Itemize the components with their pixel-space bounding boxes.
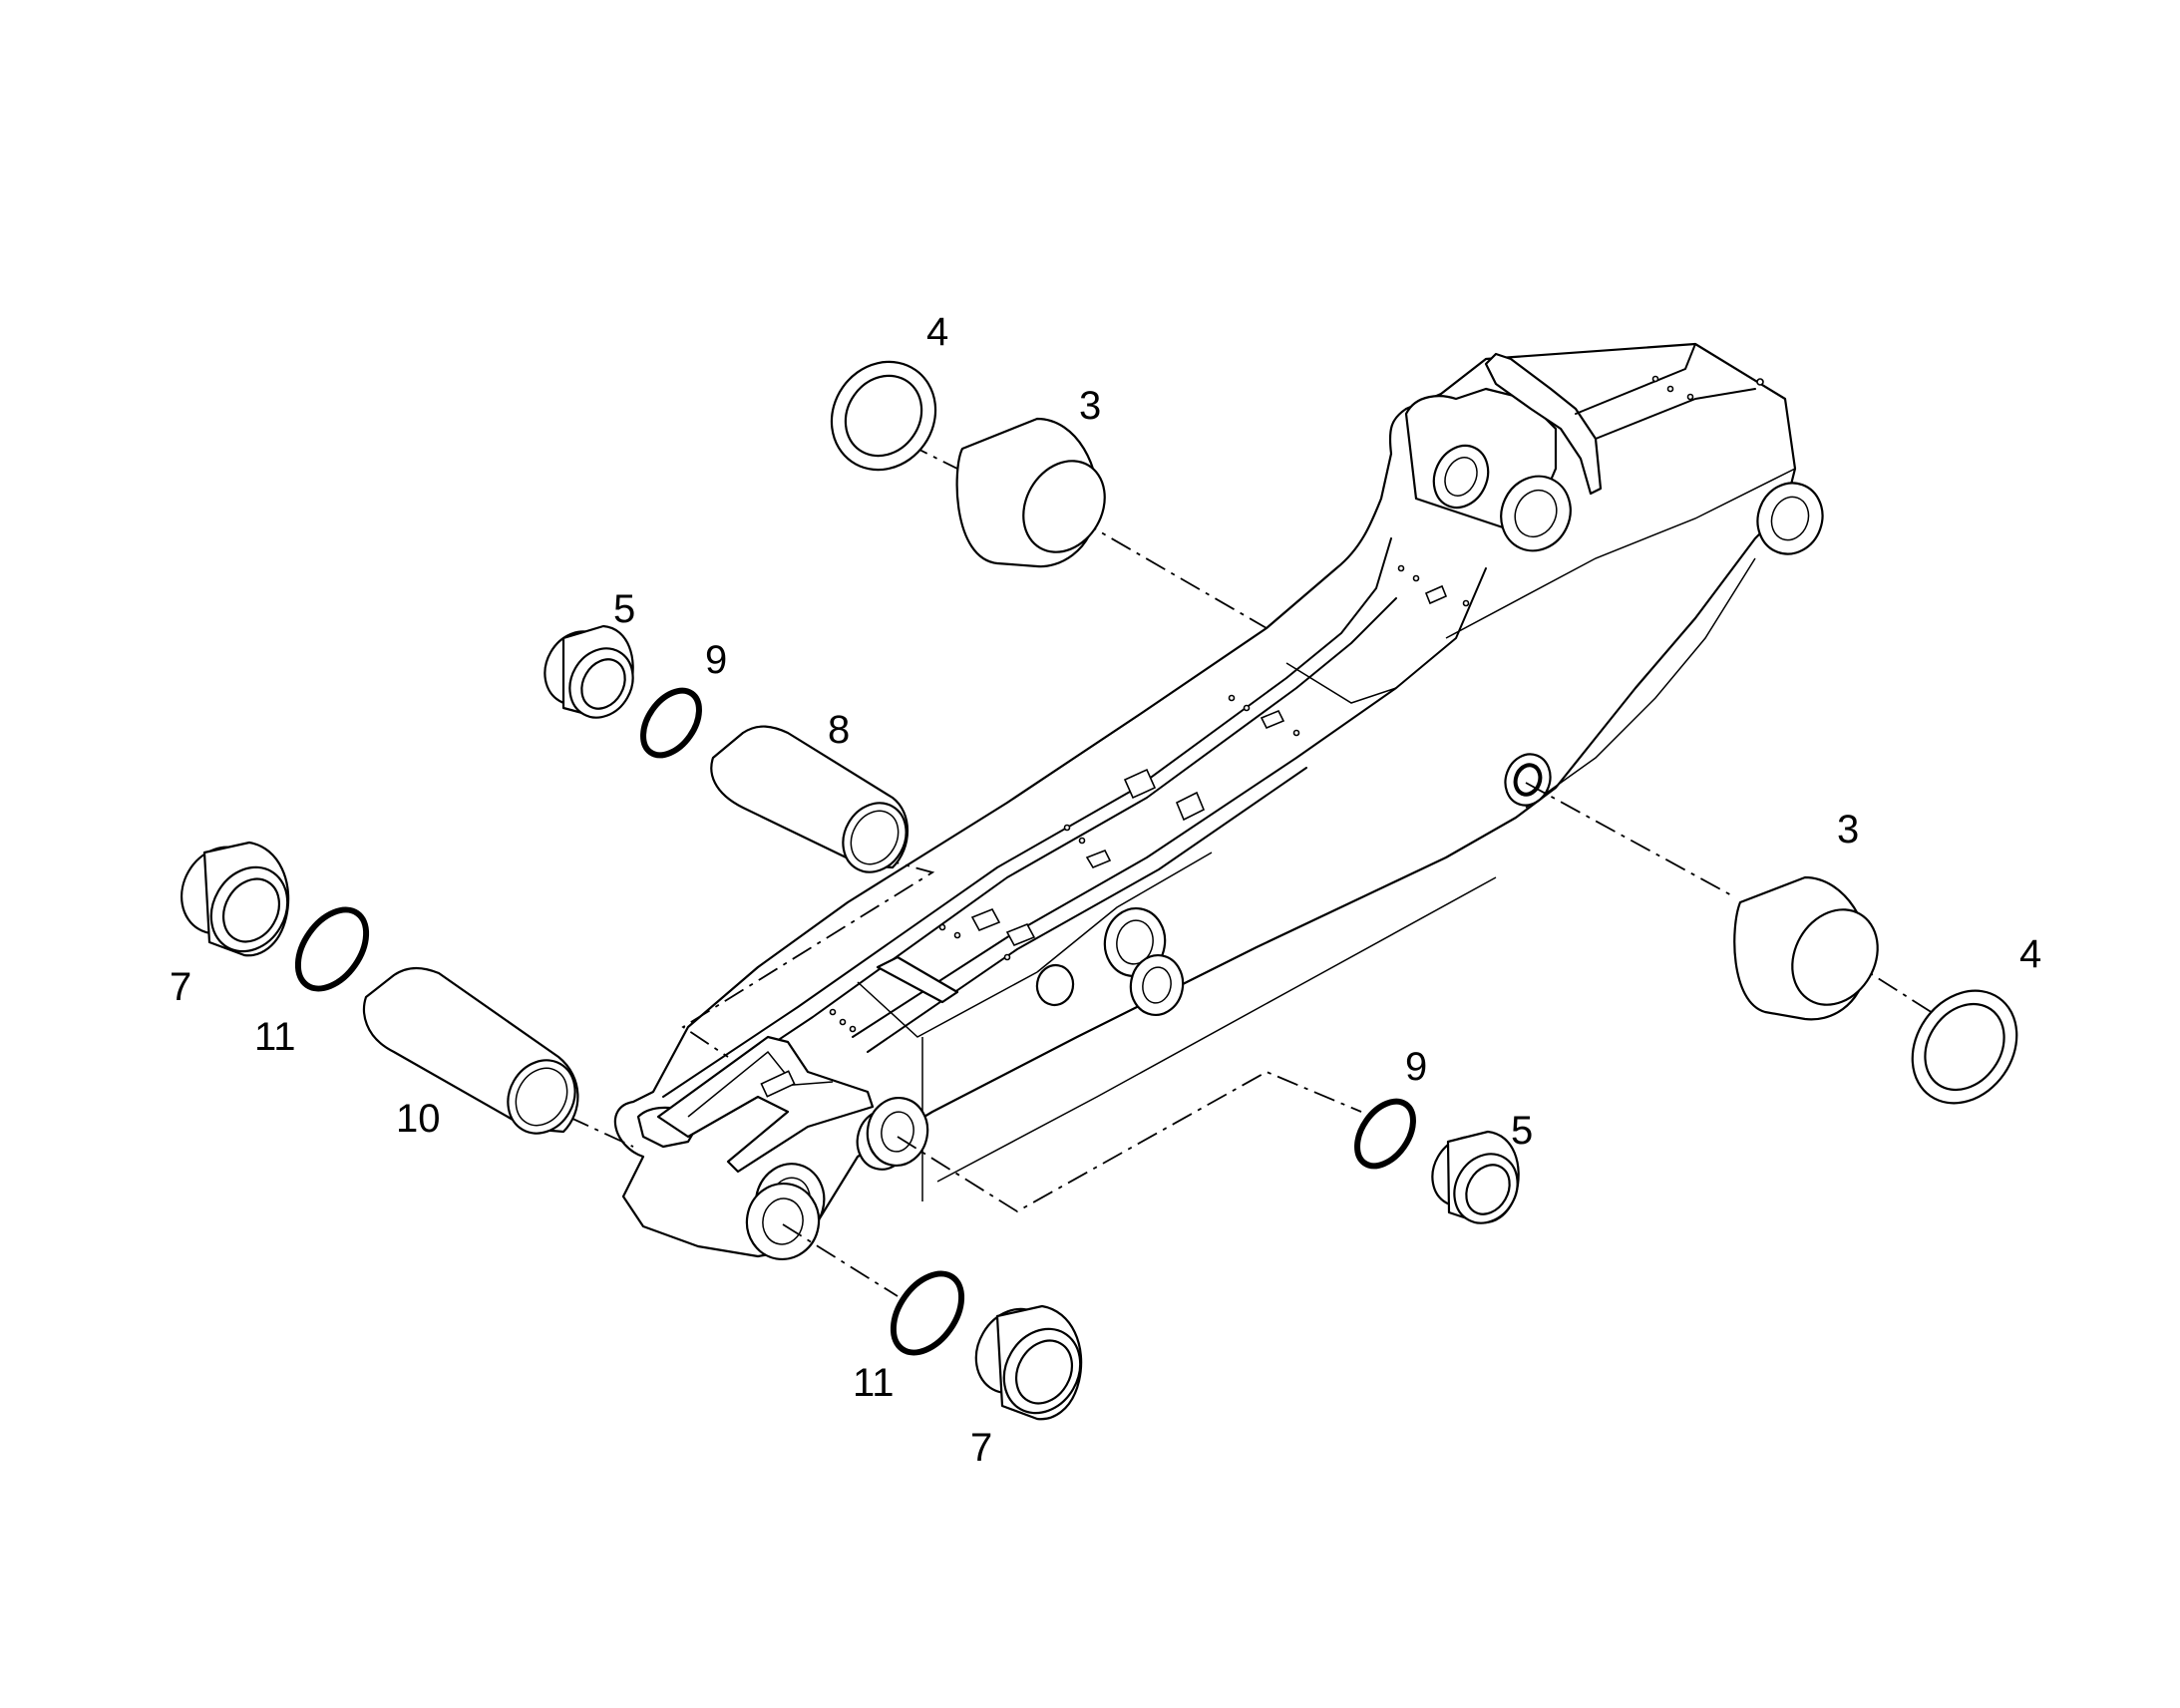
right-end-boss (1756, 482, 1824, 555)
side-hub-3 (1035, 963, 1075, 1007)
part-3-bushing-right (1733, 875, 1879, 1021)
callout-7-bottom: 7 (970, 1426, 992, 1470)
callout-labels: 4 3 5 9 8 7 11 10 3 4 9 5 11 7 (170, 310, 2041, 1470)
callout-5-left: 5 (613, 587, 635, 631)
callout-11-bottom: 11 (853, 1361, 895, 1405)
callout-3-top: 3 (1079, 384, 1101, 428)
part-7-flanged-bottom (974, 1304, 1083, 1421)
part-7-flanged-left (181, 841, 290, 957)
callout-4-right: 4 (2019, 932, 2041, 976)
part-9-oring-right (1354, 1098, 1416, 1170)
callout-10: 10 (396, 1097, 441, 1141)
part-3-bushing-top (955, 417, 1106, 568)
part-4-ring-right (1911, 989, 2018, 1105)
part-5-flanged-left (544, 624, 634, 719)
callout-9-left: 9 (705, 638, 727, 682)
callout-5-right: 5 (1511, 1109, 1533, 1153)
boom-body (613, 342, 1797, 1258)
rivet-dots (829, 375, 1764, 1033)
front-pin-boss-lower (745, 1182, 821, 1261)
a-frame-bracket (656, 1035, 875, 1174)
part-5-flanged-right (1431, 1130, 1520, 1224)
part-11-oring-left (294, 906, 370, 992)
top-yoke (1484, 352, 1603, 496)
side-hub-2 (1129, 954, 1185, 1016)
part-4-ring-top (830, 360, 937, 472)
part-9-oring-left (640, 687, 702, 759)
callout-8: 8 (828, 708, 850, 752)
callout-4-top: 4 (926, 310, 948, 354)
part-10-sleeve (362, 966, 579, 1135)
part-11-oring-bottom (890, 1270, 965, 1356)
callout-3-right: 3 (1837, 808, 1859, 852)
callout-7-left: 7 (170, 965, 191, 1009)
boom-arm (613, 342, 1824, 1261)
callout-9-right: 9 (1405, 1045, 1427, 1089)
callout-11-left: 11 (254, 1015, 296, 1059)
part-8-sleeve (710, 725, 909, 873)
